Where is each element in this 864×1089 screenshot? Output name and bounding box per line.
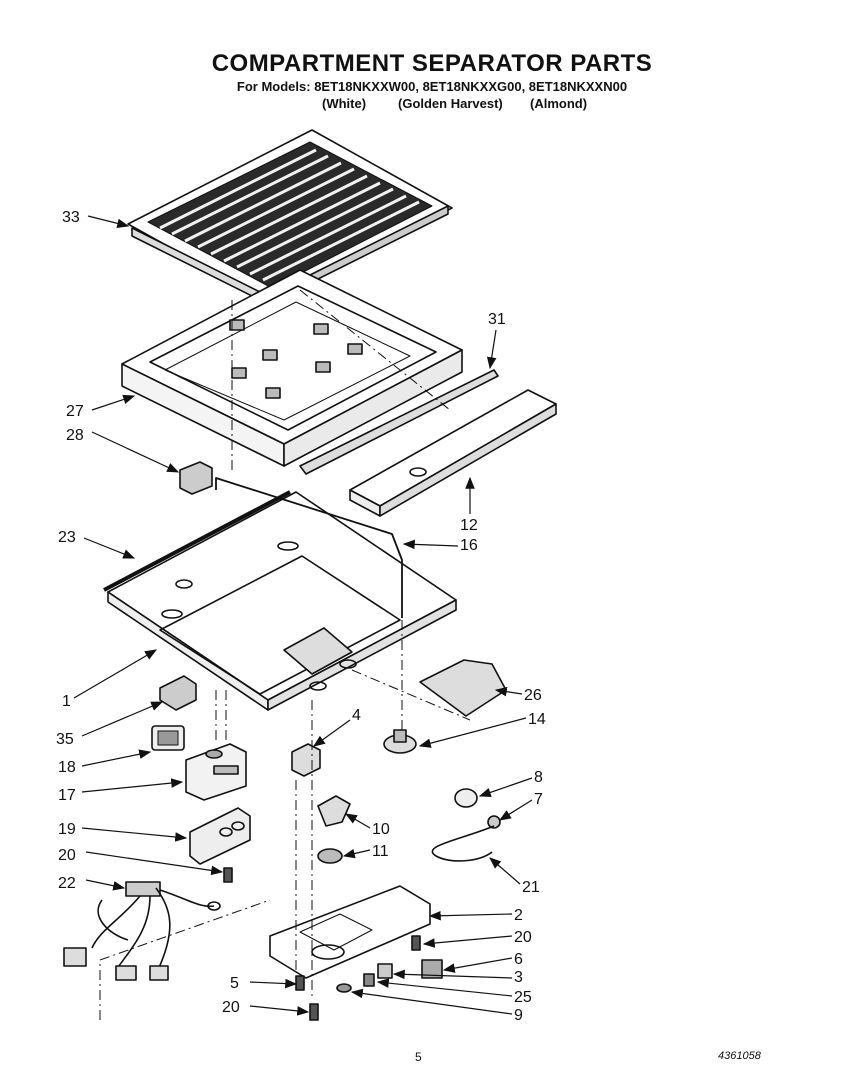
screw-parts	[223, 867, 421, 1021]
lower-housing-part	[269, 885, 431, 979]
callout-5: 5	[230, 975, 239, 992]
assembly-lines	[99, 289, 471, 1020]
callout-31: 31	[488, 311, 506, 328]
callout-6: 6	[514, 951, 523, 968]
washer-part	[336, 983, 352, 993]
callout-3: 3	[514, 969, 523, 986]
callout-28: 28	[66, 427, 84, 444]
callout-16: 16	[460, 537, 478, 554]
callout-21: 21	[522, 879, 540, 896]
knob-part	[383, 729, 417, 754]
small-block-part	[179, 461, 213, 495]
callout-20b: 20	[514, 929, 532, 946]
separator-tray-part	[121, 269, 463, 467]
grille-cover-part	[127, 129, 453, 305]
callout-20c: 20	[222, 999, 240, 1016]
callout-20a: 20	[58, 847, 76, 864]
page-number: 5	[415, 1050, 422, 1064]
callout-12: 12	[460, 517, 478, 534]
leader-lines	[73, 215, 533, 1016]
housing-part	[185, 743, 247, 801]
clip-part	[363, 973, 375, 987]
color-white: (White)	[322, 96, 367, 111]
callout-18: 18	[58, 759, 76, 776]
callout-4: 4	[352, 707, 361, 724]
callout-1: 1	[62, 693, 71, 710]
model-list: For Models: 8ET18NKXXW00, 8ET18NKXXG00, …	[236, 79, 628, 94]
thermostat-knob-part	[159, 675, 197, 711]
color-golden-harvest: (Golden Harvest)	[398, 96, 503, 111]
callout-labels: 33 31 27 28 12 23 16 1 26 35 4 14 18 17 …	[56, 209, 546, 1024]
color-almond: (Almond)	[530, 96, 588, 111]
callout-25: 25	[514, 989, 532, 1006]
callout-35: 35	[56, 731, 74, 748]
bracket-part	[291, 743, 321, 777]
strip-part	[299, 369, 499, 475]
callout-2: 2	[514, 907, 523, 924]
callout-27: 27	[66, 403, 84, 420]
callout-7: 7	[534, 791, 543, 808]
callout-23: 23	[58, 529, 76, 546]
document-code: 4361058	[718, 1050, 761, 1062]
switch-button-part	[377, 963, 393, 979]
control-bracket-part	[189, 807, 251, 865]
lamp-socket-part	[421, 959, 443, 979]
switch-part	[317, 795, 351, 827]
callout-22: 22	[58, 875, 76, 892]
channel-part	[349, 389, 557, 517]
socket-wire-part	[431, 815, 501, 862]
callout-11: 11	[372, 843, 389, 860]
callout-9: 9	[514, 1007, 523, 1024]
callout-10: 10	[372, 821, 390, 838]
page-title: COMPARTMENT SEPARATOR PARTS	[211, 50, 653, 77]
base-plate-part	[103, 490, 457, 711]
light-bulb-part	[454, 788, 478, 808]
callout-19: 19	[58, 821, 76, 838]
wire-harness-part	[63, 881, 221, 981]
grommet-part	[317, 848, 343, 864]
callout-14: 14	[528, 711, 546, 728]
insulation-pad-part	[419, 659, 507, 717]
wire-rod-part	[215, 477, 403, 618]
callout-33: 33	[62, 209, 80, 226]
callout-8: 8	[534, 769, 543, 786]
callout-17: 17	[58, 787, 76, 804]
callout-26: 26	[524, 687, 542, 704]
